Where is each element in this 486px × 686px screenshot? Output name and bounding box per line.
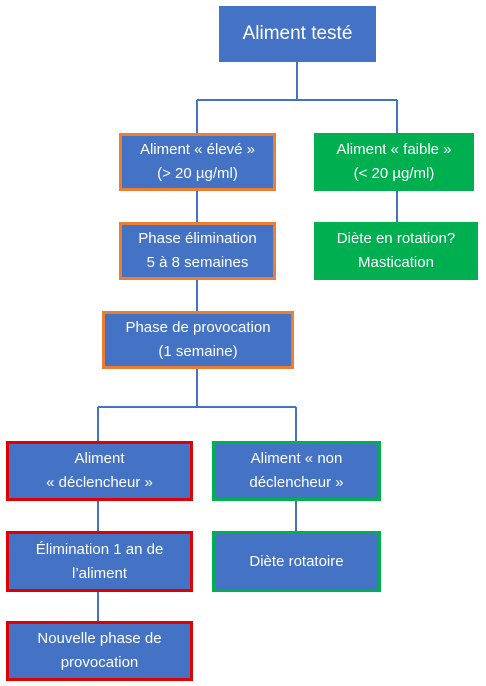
node-nouvelle-provocation-label: Nouvelle phase de provocation xyxy=(37,630,162,671)
node-aliment-declencheur-label: Aliment « déclencheur » xyxy=(46,450,153,491)
node-aliment-non-declencheur: Aliment « non déclencheur » xyxy=(212,441,381,501)
node-diete-rotatoire-label: Diète rotatoire xyxy=(249,552,344,570)
node-nouvelle-provocation: Nouvelle phase de provocation xyxy=(6,621,193,681)
node-aliment-faible: Aliment « faible » (< 20 µg/ml) xyxy=(314,133,474,191)
node-diete-rotatoire: Diète rotatoire xyxy=(212,531,381,592)
node-aliment-faible-label: Aliment « faible » (< 20 µg/ml) xyxy=(336,141,452,182)
node-elimination-1-an-label: Élimination 1 an de l’aliment xyxy=(35,540,164,582)
node-phase-elimination: Phase élimination 5 à 8 semaines xyxy=(119,222,276,280)
node-phase-provocation: Phase de provocation (1 semaine) xyxy=(102,311,294,369)
node-aliment-teste: Aliment testé xyxy=(219,6,376,62)
node-elimination-1-an: Élimination 1 an de l’aliment xyxy=(6,531,193,592)
node-aliment-declencheur: Aliment « déclencheur » xyxy=(6,441,193,501)
node-phase-elimination-label: Phase élimination 5 à 8 semaines xyxy=(138,230,257,271)
node-aliment-teste-label: Aliment testé xyxy=(242,23,353,44)
node-phase-provocation-label: Phase de provocation (1 semaine) xyxy=(125,319,271,360)
node-aliment-non-declencheur-label: Aliment « non déclencheur » xyxy=(249,450,344,491)
node-aliment-eleve-label: Aliment « élevé » (> 20 µg/ml) xyxy=(139,141,256,182)
node-aliment-eleve: Aliment « élevé » (> 20 µg/ml) xyxy=(119,133,276,191)
node-diete-rotation-label: Diète en rotation? Mastication xyxy=(336,230,456,271)
node-diete-rotation: Diète en rotation? Mastication xyxy=(314,222,478,280)
